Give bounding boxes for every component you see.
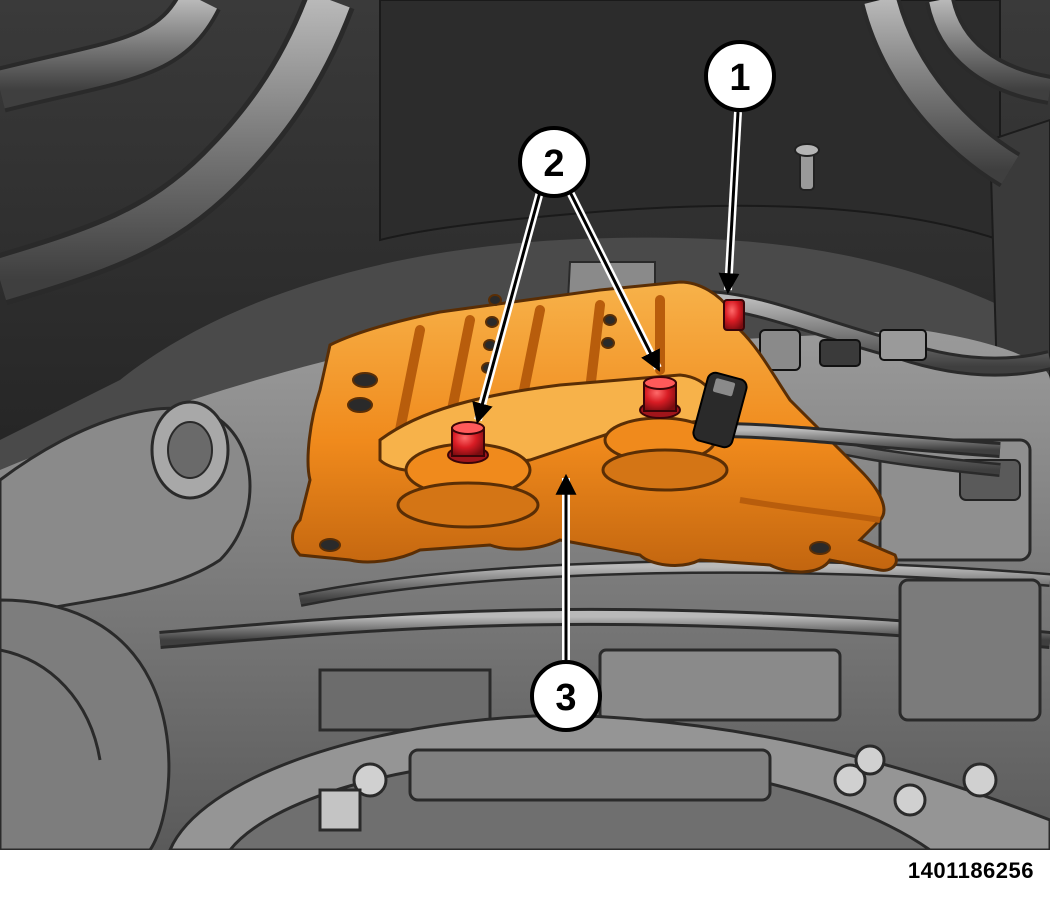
leader-lines [472, 111, 742, 660]
figure-id-number: 1401186256 [907, 858, 1034, 883]
callout-1-label: 1 [729, 57, 750, 99]
bolt-callout-1 [723, 299, 745, 331]
electrical-connector [692, 371, 1001, 458]
upper-hoses [0, 0, 1050, 305]
callout-2: 2 [518, 126, 590, 198]
bolt-callout-2-left [447, 421, 489, 464]
bolt-callout-2-right [639, 376, 681, 419]
orange-cover [291, 261, 898, 574]
bellhousing-ring [167, 713, 1050, 852]
callout-3: 3 [530, 660, 602, 732]
callout-2-label: 2 [543, 143, 564, 185]
callout-3-label: 3 [555, 677, 576, 719]
bottom-margin [0, 850, 1050, 900]
callout-1: 1 [704, 40, 776, 112]
